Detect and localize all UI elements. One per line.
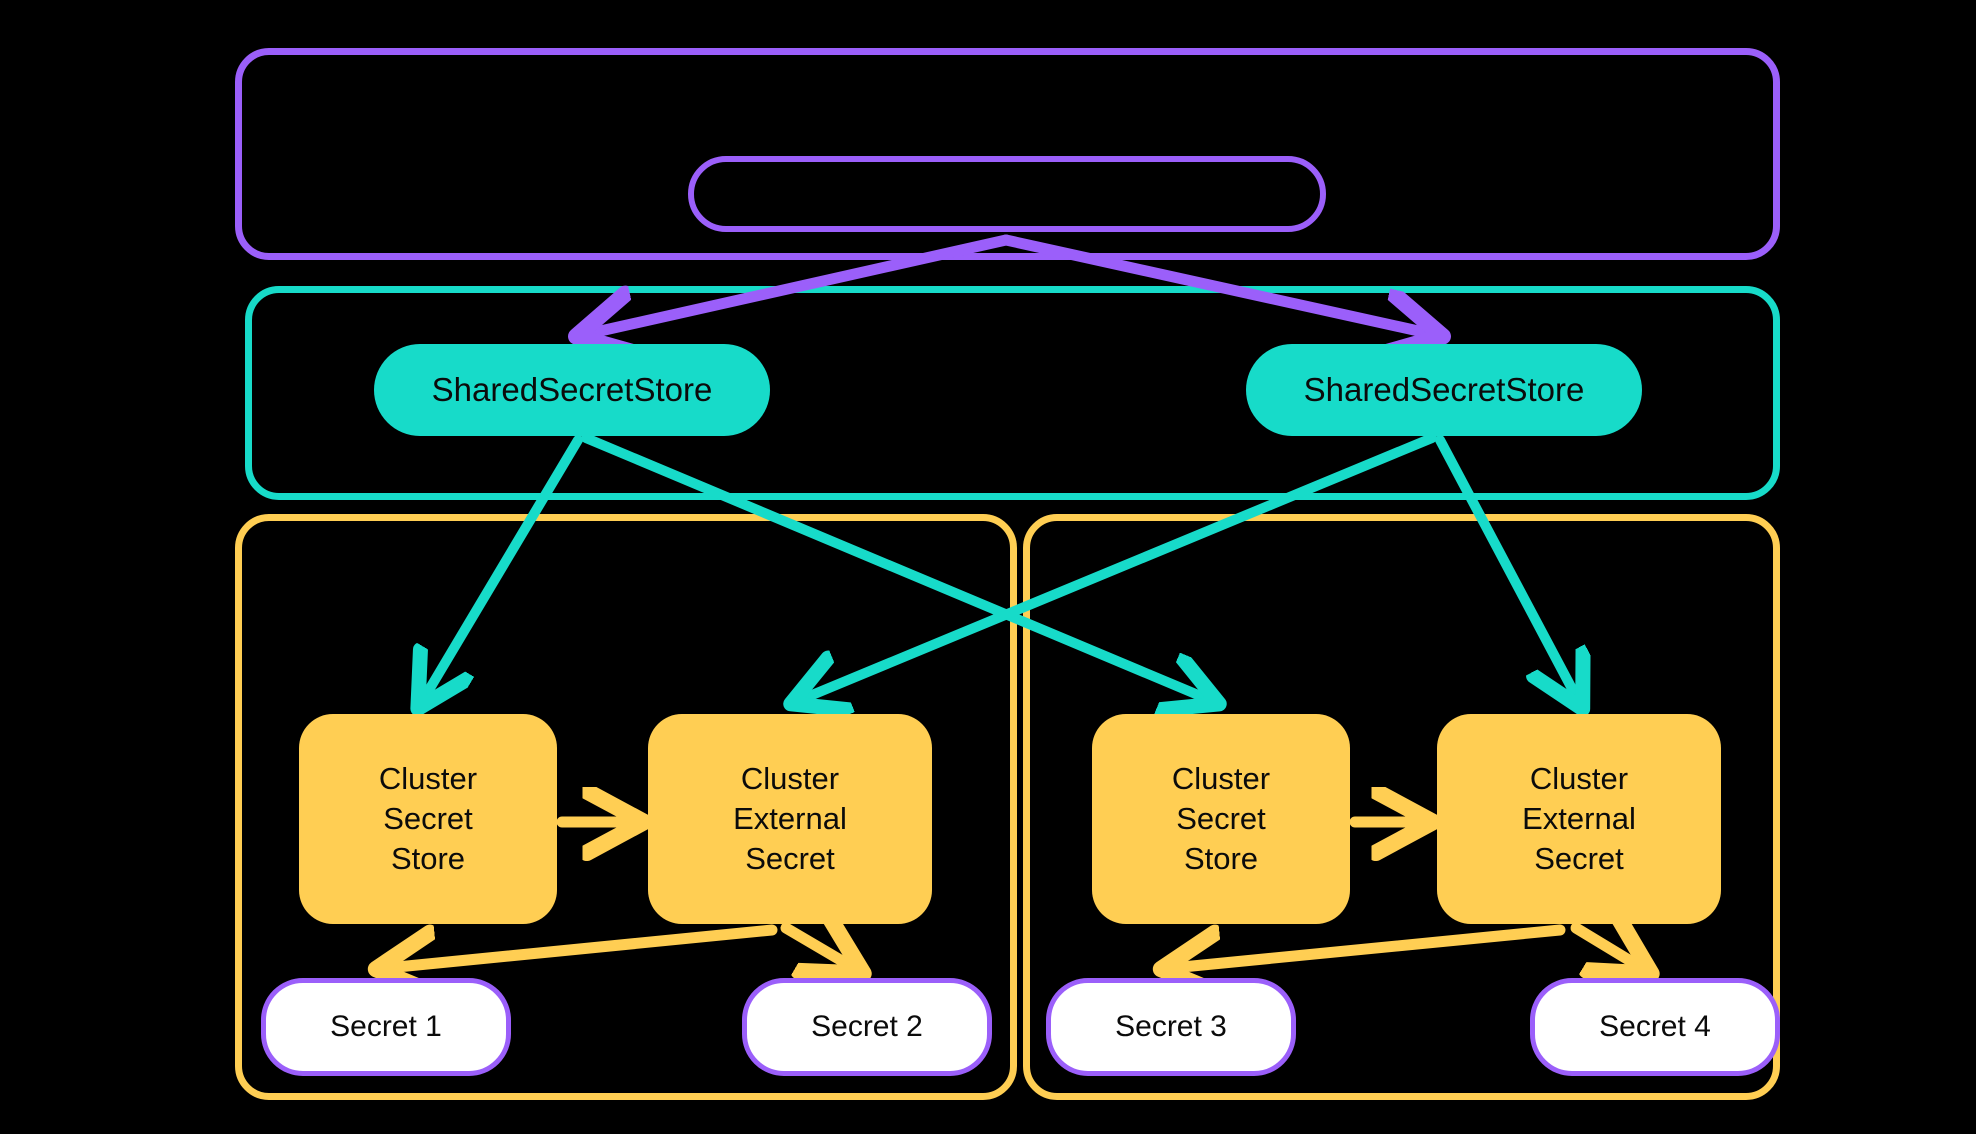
node-global-secret-store[interactable] <box>688 156 1326 232</box>
label-line-3: Store <box>1183 840 1259 876</box>
node-secret-2[interactable]: Secret 2 <box>742 978 992 1076</box>
label-line-2: External <box>733 801 847 837</box>
node-cluster-secret-store-b[interactable]: Cluster Secret Store <box>1092 714 1350 924</box>
node-cluster-external-secret-a[interactable]: Cluster External Secret <box>648 714 932 924</box>
label-line-3: Secret <box>745 840 835 876</box>
secret-4-label: Secret 4 <box>1599 1009 1711 1043</box>
label-line-3: Store <box>390 840 466 876</box>
node-cluster-external-secret-b[interactable]: Cluster External Secret <box>1437 714 1721 924</box>
label-line-3: Secret <box>1534 840 1624 876</box>
label-line-1: Cluster <box>1171 761 1271 797</box>
label-line-2: Secret <box>383 801 473 837</box>
label-line-1: Cluster <box>1529 761 1629 797</box>
secret-3-label: Secret 3 <box>1115 1009 1227 1043</box>
shared-secret-store-a-label: SharedSecretStore <box>431 370 713 408</box>
node-secret-3[interactable]: Secret 3 <box>1046 978 1296 1076</box>
node-cluster-secret-store-a[interactable]: Cluster Secret Store <box>299 714 557 924</box>
shared-secret-store-b-label: SharedSecretStore <box>1303 370 1585 408</box>
label-line-1: Cluster <box>378 761 478 797</box>
label-line-2: External <box>1522 801 1636 837</box>
node-secret-1[interactable]: Secret 1 <box>261 978 511 1076</box>
label-line-2: Secret <box>1176 801 1266 837</box>
label-line-1: Cluster <box>740 761 840 797</box>
cluster-external-secret-a-label: Cluster External Secret <box>733 759 847 878</box>
secret-1-label: Secret 1 <box>330 1009 442 1043</box>
cluster-secret-store-b-label: Cluster Secret Store <box>1172 759 1270 878</box>
secret-2-label: Secret 2 <box>811 1009 923 1043</box>
node-secret-4[interactable]: Secret 4 <box>1530 978 1780 1076</box>
cluster-external-secret-b-label: Cluster External Secret <box>1522 759 1636 878</box>
cluster-secret-store-a-label: Cluster Secret Store <box>379 759 477 878</box>
node-shared-secret-store-b[interactable]: SharedSecretStore <box>1246 344 1642 436</box>
node-shared-secret-store-a[interactable]: SharedSecretStore <box>374 344 770 436</box>
